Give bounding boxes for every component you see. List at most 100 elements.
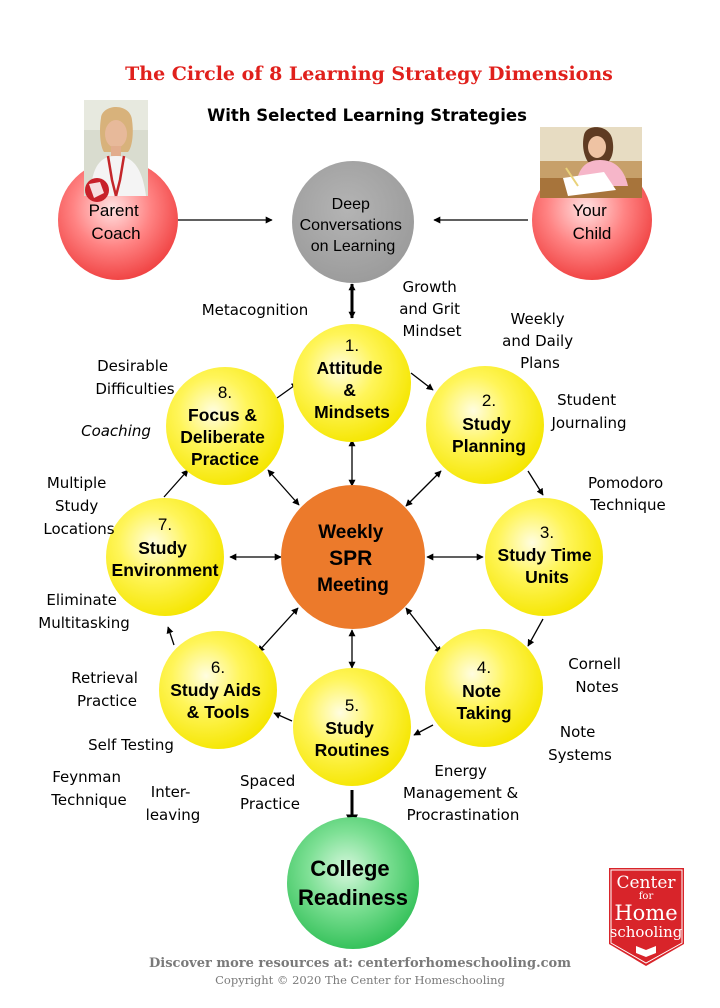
retrieval-line-1: Retrieval xyxy=(71,669,138,687)
dimension-3-node: 3. Study Time Units xyxy=(485,498,603,616)
dimension-5-number: 5. xyxy=(345,696,359,715)
logo-word-for: for xyxy=(639,891,654,902)
eliminate-line-1: Eliminate xyxy=(46,591,116,609)
energy-line-1: Energy xyxy=(434,762,487,780)
weekly-spr-meeting-label: Weekly SPR Meeting xyxy=(317,522,389,596)
center-line-3: Meeting xyxy=(317,575,389,596)
dimension-4-node: 4. Note Taking xyxy=(425,629,543,747)
dimension-3-line-2: Units xyxy=(525,567,569,587)
dimension-7-circle xyxy=(106,498,224,616)
self-testing-line-1: Self Testing xyxy=(88,736,174,754)
pomodoro-line-2: Technique xyxy=(589,496,666,514)
strategy-spaced-practice: Spaced Practice xyxy=(240,772,300,813)
center-line-2: SPR xyxy=(329,547,372,570)
dimension-2-line-1: Study xyxy=(462,414,511,434)
spoke-arrow-4 xyxy=(405,607,442,654)
dimension-6-line-1: Study Aids xyxy=(170,680,261,700)
spoke-arrow-2 xyxy=(405,470,442,507)
eliminate-line-2: Multitasking xyxy=(38,614,129,632)
dimension-3-line-1: Study Time xyxy=(498,545,592,565)
footer-resources-link[interactable]: Discover more resources at: centerforhom… xyxy=(149,956,571,971)
dimension-2-node: 2. Study Planning xyxy=(426,366,544,484)
ring-arrow-4-5 xyxy=(413,724,434,736)
center-for-homeschooling-logo: Center for Home schooling xyxy=(609,868,684,966)
ring-arrow-7-8 xyxy=(163,469,189,498)
child-photo-paper xyxy=(563,172,616,196)
parent-photo-lanyard-right xyxy=(114,155,126,197)
cornell-line-2: Notes xyxy=(575,678,619,696)
logo-shield xyxy=(609,868,684,966)
parent-photo-lanyard xyxy=(106,155,118,197)
child-photo xyxy=(540,127,642,198)
logo-shield-border xyxy=(610,869,683,964)
retrieval-line-2: Practice xyxy=(77,692,137,710)
connectors xyxy=(163,216,544,827)
strategy-interleaving: Inter- leaving xyxy=(146,783,201,824)
weekly-daily-line-2: and Daily xyxy=(502,332,573,350)
ring-arrow-2-3 xyxy=(527,470,544,496)
student-journaling-line-2: Journaling xyxy=(550,414,626,432)
weekly-spr-meeting-circle xyxy=(281,485,425,629)
strategy-eliminate-multitasking: Eliminate Multitasking xyxy=(38,591,129,632)
energy-line-2: Management & xyxy=(403,784,519,802)
cornell-line-1: Cornell xyxy=(568,655,621,673)
deep-conversations-label: Deep Conversations on Learning xyxy=(300,196,407,255)
parent-coach-node: Parent Coach xyxy=(58,100,178,280)
energy-line-3: Procrastination xyxy=(407,806,520,824)
weekly-daily-line-3: Plans xyxy=(520,354,560,372)
note-systems-line-1: Note xyxy=(560,723,596,741)
strategy-multiple-study-locations: Multiple Study Locations xyxy=(43,474,114,538)
dimension-4-line-2: Taking xyxy=(456,703,511,723)
dimension-7-line-2: Environment xyxy=(112,560,219,580)
child-photo-pencil xyxy=(565,167,579,187)
dimension-7-line-1: Study xyxy=(138,538,187,558)
dimension-8-node: 8. Focus & Deliberate Practice xyxy=(166,367,284,485)
strategy-note-systems: Note Systems xyxy=(548,723,612,764)
dimension-1-circle xyxy=(293,324,411,442)
metacognition-line-1: Metacognition xyxy=(202,301,309,319)
dimension-3-circle xyxy=(485,498,603,616)
strategy-metacognition: Metacognition xyxy=(202,301,309,319)
your-child-line-2: Child xyxy=(573,224,612,243)
dimension-6-label: Study Aids & Tools xyxy=(170,680,266,722)
ring-arrow-1-2 xyxy=(410,372,434,391)
dimension-8-line-1: Focus & xyxy=(188,405,257,425)
strategy-retrieval-practice: Retrieval Practice xyxy=(71,669,142,710)
college-readiness-line-2: Readiness xyxy=(298,885,408,910)
dimension-2-circle xyxy=(426,366,544,484)
dimension-5-label: Study Routines xyxy=(315,718,390,760)
strategy-weekly-daily-plans: Weekly and Daily Plans xyxy=(502,310,578,372)
diagram-title: The Circle of 8 Learning Strategy Dimens… xyxy=(125,63,613,85)
dimension-6-node: 6. Study Aids & Tools xyxy=(159,631,277,749)
strategy-feynman-technique: Feynman Technique xyxy=(50,768,127,809)
logo-word-center: Center xyxy=(616,873,676,893)
dimension-6-circle xyxy=(159,631,277,749)
your-child-line-1: Your xyxy=(572,201,607,220)
dimension-1-line-1: Attitude xyxy=(317,358,383,378)
student-journaling-line-1: Student xyxy=(557,391,616,409)
dimension-8-line-2: Deliberate xyxy=(180,427,265,447)
dimension-6-number: 6. xyxy=(211,658,225,677)
deep-conversations-node: Deep Conversations on Learning xyxy=(292,161,414,283)
dimension-5-node: 5. Study Routines xyxy=(293,668,411,786)
deep-conversations-line-1: Deep xyxy=(332,196,370,213)
strategy-self-testing: Self Testing xyxy=(88,736,174,754)
dimension-7-label: Study Environment xyxy=(112,538,219,580)
dimension-1-line-3: Mindsets xyxy=(314,402,390,422)
interleaving-line-2: leaving xyxy=(146,806,201,824)
book-icon xyxy=(636,946,656,957)
multiple-locations-line-1: Multiple xyxy=(47,474,107,492)
strategy-energy-management: Energy Management & Procrastination xyxy=(403,762,523,824)
strategy-pomodoro-technique: Pomodoro Technique xyxy=(588,474,668,514)
strategy-student-journaling: Student Journaling xyxy=(550,391,626,432)
dimension-8-label: Focus & Deliberate Practice xyxy=(180,405,270,469)
diagram-subtitle: With Selected Learning Strategies xyxy=(207,106,527,125)
dimension-5-line-2: Routines xyxy=(315,740,390,760)
parent-photo xyxy=(84,100,148,202)
dimension-8-line-3: Practice xyxy=(191,449,259,469)
interleaving-line-1: Inter- xyxy=(151,783,191,801)
college-readiness-line-1: College xyxy=(310,856,389,881)
growth-grit-line-3: Mindset xyxy=(402,322,461,340)
growth-grit-line-2: and Grit xyxy=(399,300,460,318)
